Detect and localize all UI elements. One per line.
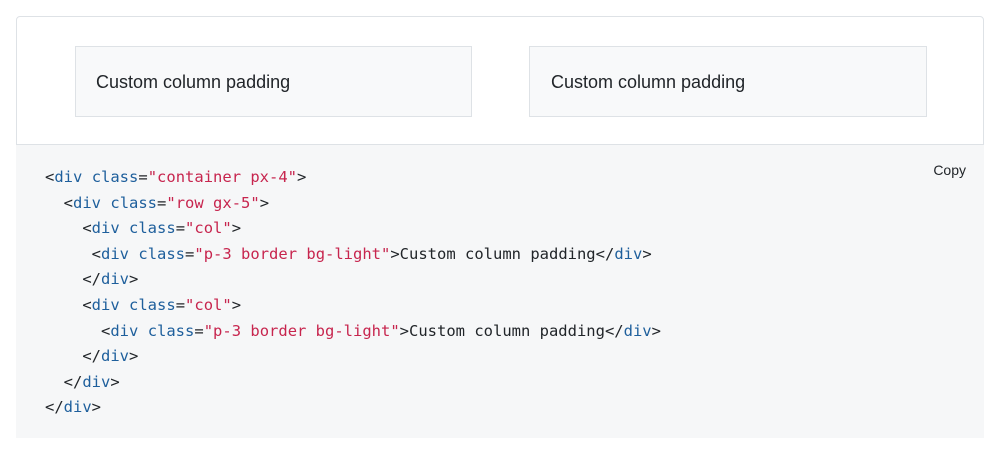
code-token-punct: = bbox=[185, 244, 195, 263]
code-line: <div class="p-3 border bg-light">Custom … bbox=[45, 242, 661, 268]
code-token-tag: div bbox=[101, 270, 129, 289]
code-token-punct: > bbox=[651, 321, 661, 340]
code-token-attr: class bbox=[91, 168, 139, 186]
code-token-punct bbox=[120, 219, 129, 237]
code-line: <div class="col"> bbox=[45, 216, 661, 242]
code-token-tag: div bbox=[82, 372, 111, 391]
code-token-tag: div bbox=[91, 295, 120, 314]
code-token-tag: div bbox=[63, 398, 92, 417]
code-token-punct: > bbox=[231, 219, 242, 238]
code-token-tag: div bbox=[73, 193, 102, 212]
code-line: </div> bbox=[45, 395, 661, 421]
code-token-punct: = bbox=[175, 295, 186, 314]
code-token-punct: > bbox=[110, 372, 120, 391]
code-indent bbox=[45, 245, 92, 263]
code-line: <div class="container px-4"> bbox=[45, 165, 661, 191]
code-line: </div> bbox=[45, 370, 661, 396]
code-token-punct: > bbox=[642, 244, 652, 263]
code-token-punct: >Custom column padding</ bbox=[399, 321, 624, 340]
code-token-punct: > bbox=[91, 398, 102, 417]
code-token-punct: < bbox=[91, 244, 102, 263]
code-token-punct bbox=[129, 245, 138, 263]
code-indent bbox=[45, 296, 82, 314]
code-token-punct: < bbox=[101, 321, 111, 340]
code-line: </div> bbox=[45, 344, 661, 370]
code-snippet: Copy <div class="container px-4"> <div c… bbox=[16, 145, 984, 438]
code-token-str: "p-3 border bg-light" bbox=[194, 244, 391, 263]
code-token-punct bbox=[120, 296, 129, 314]
code-token-punct: > bbox=[129, 270, 139, 289]
code-token-punct: < bbox=[45, 168, 55, 186]
code-token-str: "p-3 border bg-light" bbox=[203, 321, 400, 340]
code-line: <div class="p-3 border bg-light">Custom … bbox=[45, 319, 661, 345]
code-token-punct: </ bbox=[82, 270, 101, 289]
code-token-punct: < bbox=[82, 219, 92, 238]
code-token-punct bbox=[82, 168, 91, 186]
code-token-punct: = bbox=[175, 219, 186, 238]
code-token-tag: div bbox=[91, 219, 120, 238]
code-indent bbox=[45, 373, 64, 391]
code-token-str: "col" bbox=[185, 295, 232, 314]
code-token-punct: > bbox=[231, 295, 242, 314]
code-token-punct bbox=[138, 322, 147, 340]
code-line: <div class="row gx-5"> bbox=[45, 191, 661, 217]
example-preview: Custom column padding Custom column padd… bbox=[16, 16, 984, 145]
code-token-punct: = bbox=[138, 168, 148, 186]
demo-column-1: Custom column padding bbox=[75, 46, 472, 117]
code-token-punct: = bbox=[157, 193, 167, 212]
code-token-tag: div bbox=[623, 321, 652, 340]
code-indent bbox=[45, 194, 64, 212]
code-token-punct: >Custom column padding</ bbox=[390, 244, 615, 263]
code-token-attr: class bbox=[129, 219, 176, 238]
code-indent bbox=[45, 270, 82, 288]
code-token-punct: </ bbox=[82, 347, 101, 366]
copy-button[interactable]: Copy bbox=[933, 162, 966, 178]
code-token-str: "col" bbox=[185, 219, 232, 238]
code-content: <div class="container px-4"> <div class=… bbox=[45, 165, 661, 421]
code-token-attr: class bbox=[110, 193, 158, 212]
code-token-attr: class bbox=[129, 295, 176, 314]
code-indent bbox=[45, 322, 101, 340]
code-line: </div> bbox=[45, 267, 661, 293]
code-token-punct: </ bbox=[45, 398, 64, 417]
code-token-punct: > bbox=[129, 347, 139, 366]
code-token-tag: div bbox=[54, 168, 83, 186]
code-indent bbox=[45, 347, 82, 365]
code-line: <div class="col"> bbox=[45, 293, 661, 319]
code-token-punct: > bbox=[297, 168, 307, 186]
code-token-tag: div bbox=[614, 244, 643, 263]
code-token-attr: class bbox=[138, 244, 186, 263]
code-indent bbox=[45, 219, 82, 237]
code-token-tag: div bbox=[110, 321, 139, 340]
code-token-punct bbox=[101, 194, 110, 212]
code-token-str: "row gx-5" bbox=[166, 193, 260, 212]
code-token-tag: div bbox=[101, 244, 130, 263]
code-token-punct: = bbox=[194, 321, 204, 340]
demo-column-2: Custom column padding bbox=[529, 46, 927, 117]
code-token-punct: < bbox=[63, 193, 74, 212]
code-token-punct: </ bbox=[63, 372, 83, 391]
code-token-attr: class bbox=[147, 321, 195, 340]
code-token-punct: < bbox=[82, 295, 92, 314]
code-token-tag: div bbox=[101, 347, 129, 366]
code-token-str: "container px-4" bbox=[147, 168, 298, 186]
code-token-punct: > bbox=[259, 193, 270, 212]
